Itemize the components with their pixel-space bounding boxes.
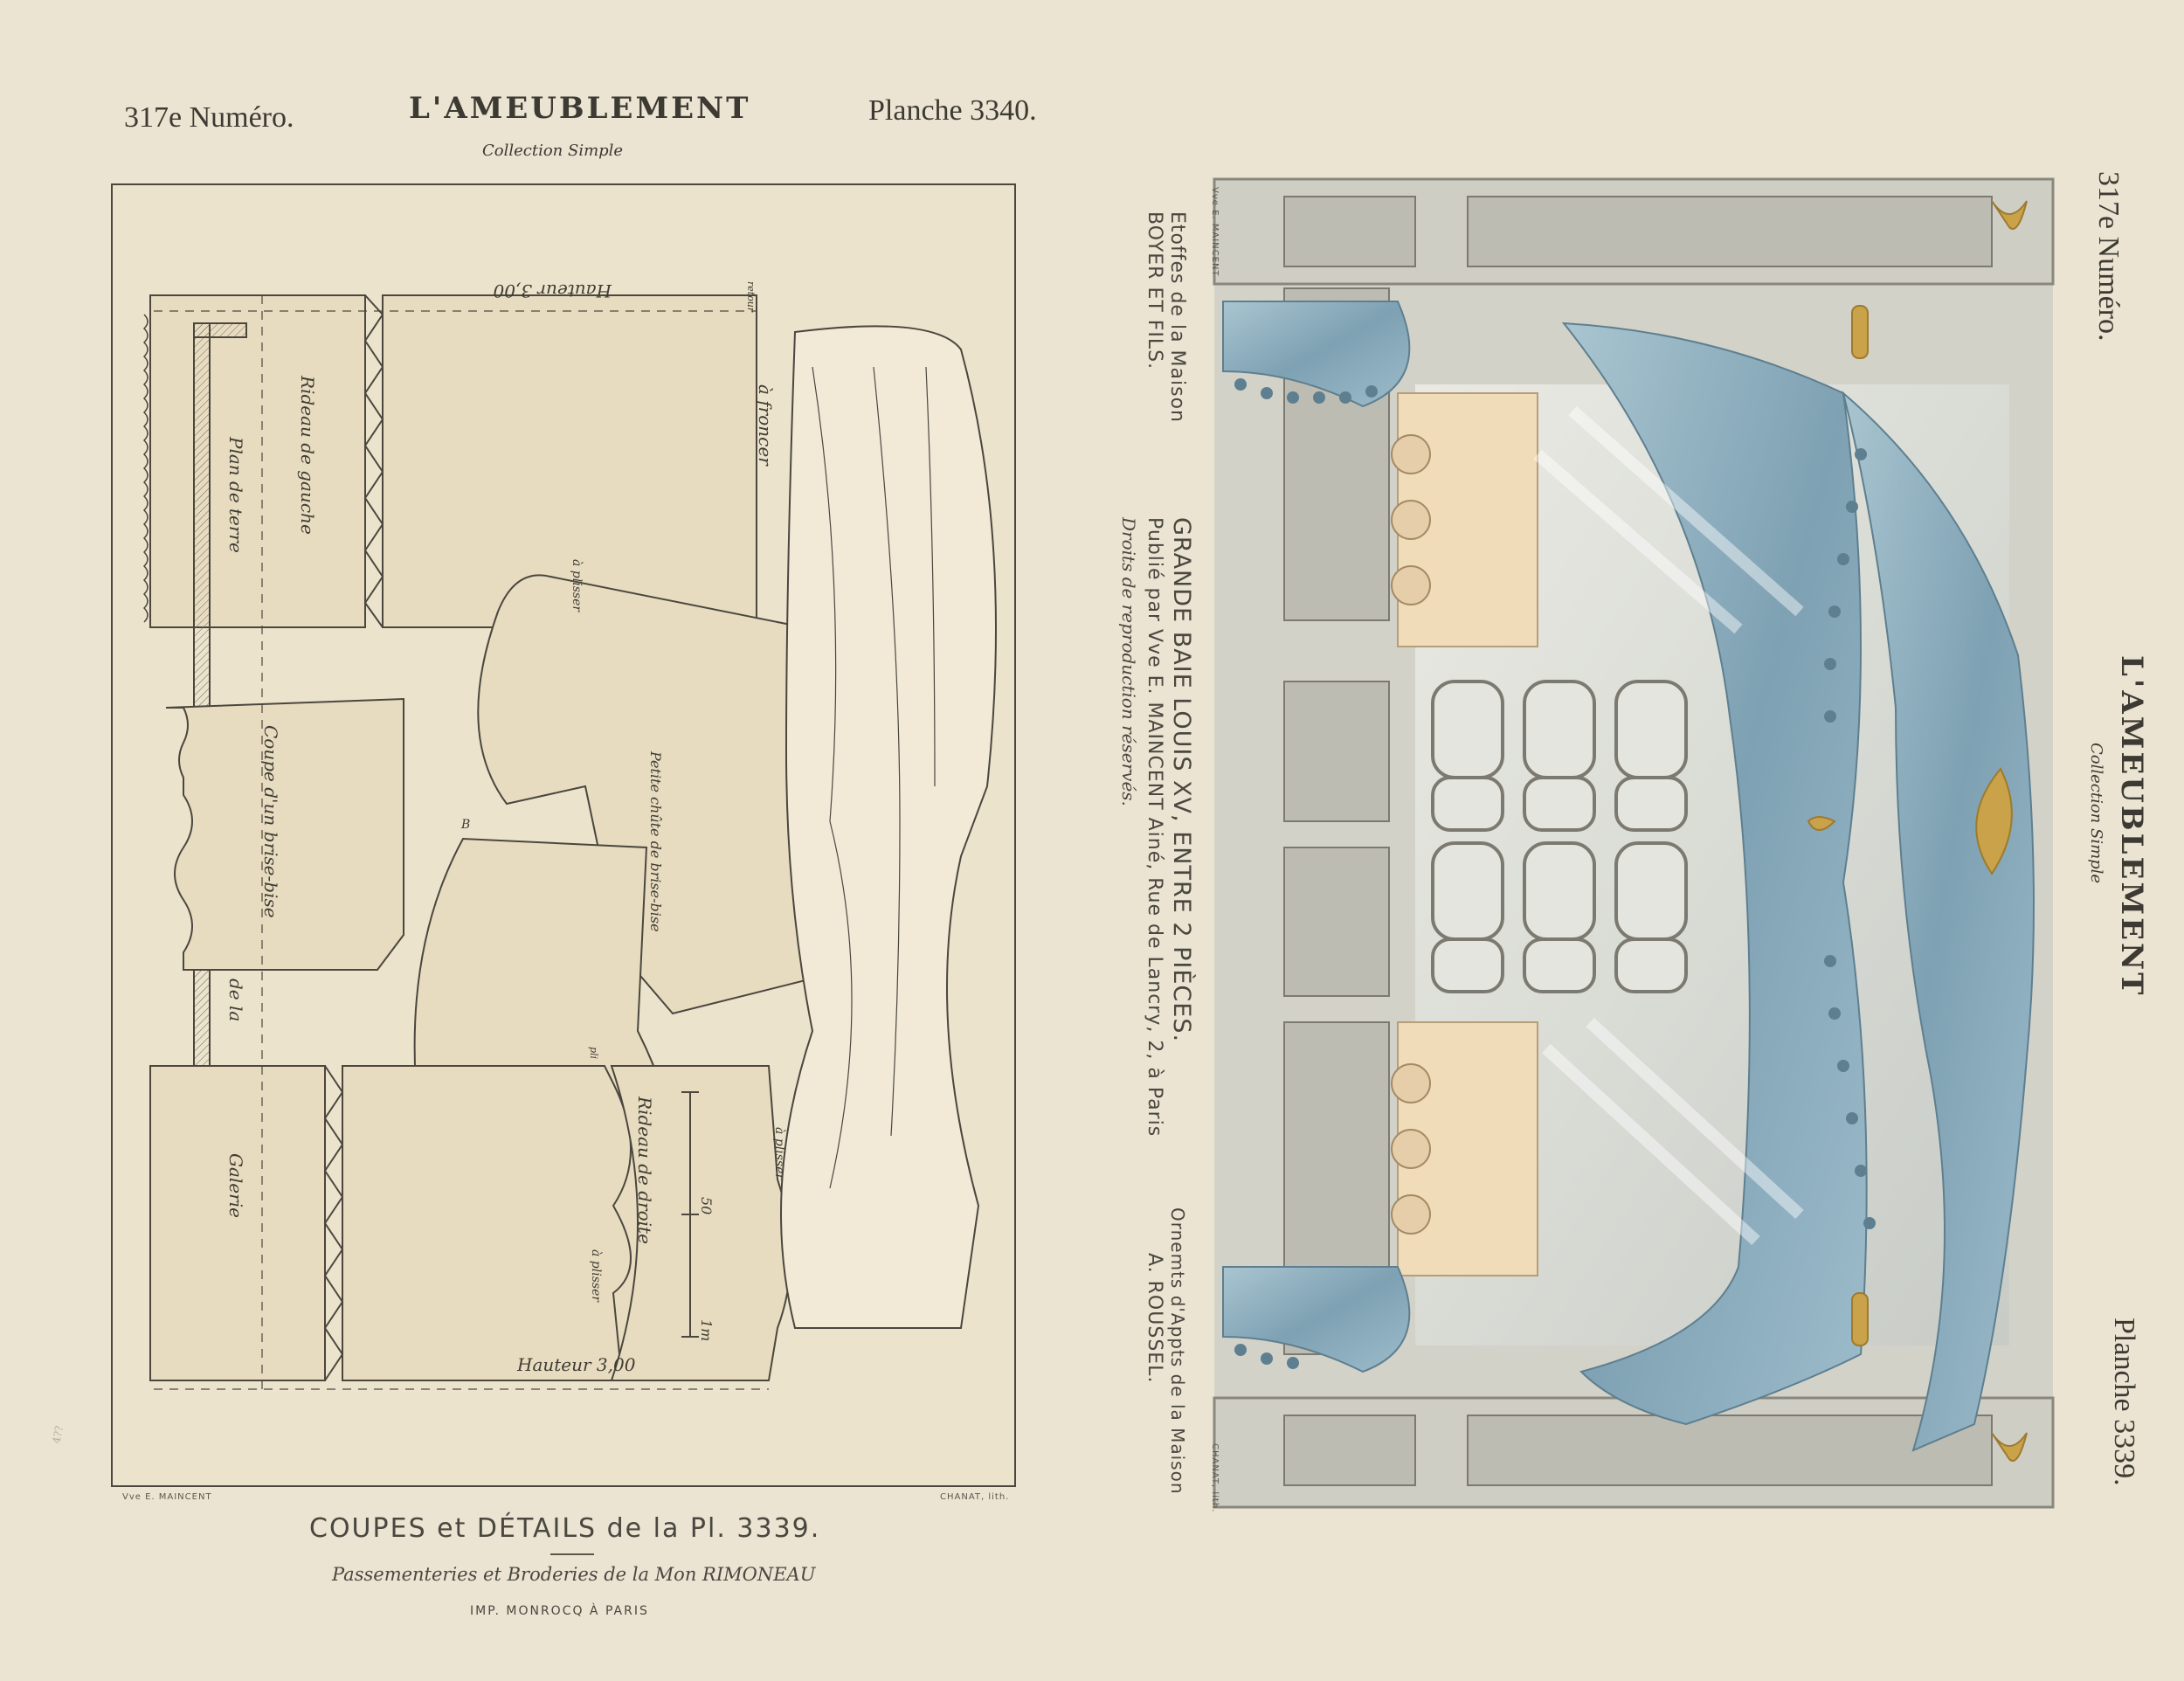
label-plisser-right: à plisser [772,1127,786,1180]
etoffes-label: Etoffes de la Maison [1166,211,1188,423]
credit-right: CHANAT, lith. [940,1492,1010,1502]
publisher-line: Publié par Vve E. MAINCENT Ainé, Rue de … [1144,517,1165,1138]
label-hauteur-top: Hauteur 3,00 [493,280,612,301]
label-scale-50: 50 [698,1197,715,1215]
collection-label-right: Collection Simple [2087,743,2105,884]
publication-title-left: L'AMEUBLEMENT [409,91,751,126]
caption-sub: Passementeries et Broderies de la Mon RI… [332,1564,816,1585]
caption-main: COUPES et DÉTAILS de la Pl. 3339. [309,1513,821,1544]
tiny-credit-top: Vve E. MAINCENT [1210,187,1220,277]
roussel-line: A. ROUSSEL. [1144,1253,1165,1384]
tiny-credit-bottom: CHANAT, lith. [1210,1443,1220,1513]
issue-number-left: 317e Numéro. [124,101,294,134]
label-rideau-gauche: Rideau de gauche [297,376,318,535]
rights-line: Droits de reproduction réservés. [1118,517,1139,806]
label-rideau-droite: Rideau de droite [634,1096,655,1244]
plate-number-left: Planche 3340. [868,94,1037,127]
label-retour: retour [745,281,757,313]
ornements-line: Ornemts d'Appts de la Maison [1167,1207,1188,1495]
plate-number-right: Planche 3339. [2108,1318,2140,1486]
label-pli: pli [588,1047,599,1060]
boyer-label: BOYER ET FILS. [1144,211,1165,370]
credit-left: Vve E. MAINCENT [122,1492,212,1502]
label-plan-de-terre: Plan de terre [225,437,246,553]
label-galerie: Galerie [225,1153,246,1218]
label-scale-1m: 1m [698,1319,715,1342]
label-coupe-brise-bise: Coupe d'un brise-bise [260,725,281,918]
label-letter-b: B [461,818,471,832]
pattern-diagram [111,183,1016,1487]
label-de-la: de la [225,979,246,1022]
issue-number-right: 317e Numéro. [2092,171,2125,342]
label-a-froncer: à froncer [755,384,776,466]
collection-label-left: Collection Simple [482,142,624,160]
grande-baie-heading: GRANDE BAIE LOUIS XV, ENTRE 2 PIÈCES. [1168,517,1195,1043]
window-illustration [1213,177,2055,1509]
publication-title-right: L'AMEUBLEMENT [2114,655,2149,998]
label-hauteur-bottom: Hauteur 3,00 [517,1354,636,1375]
label-plisser-top: à plisser [570,559,584,612]
label-petite-chute: Petite chûte de brise-bise [647,751,664,932]
label-plisser-mid: à plisser [589,1249,603,1303]
caption-divider [550,1553,594,1555]
printer-line: IMP. MONROCQ À PARIS [470,1604,649,1618]
